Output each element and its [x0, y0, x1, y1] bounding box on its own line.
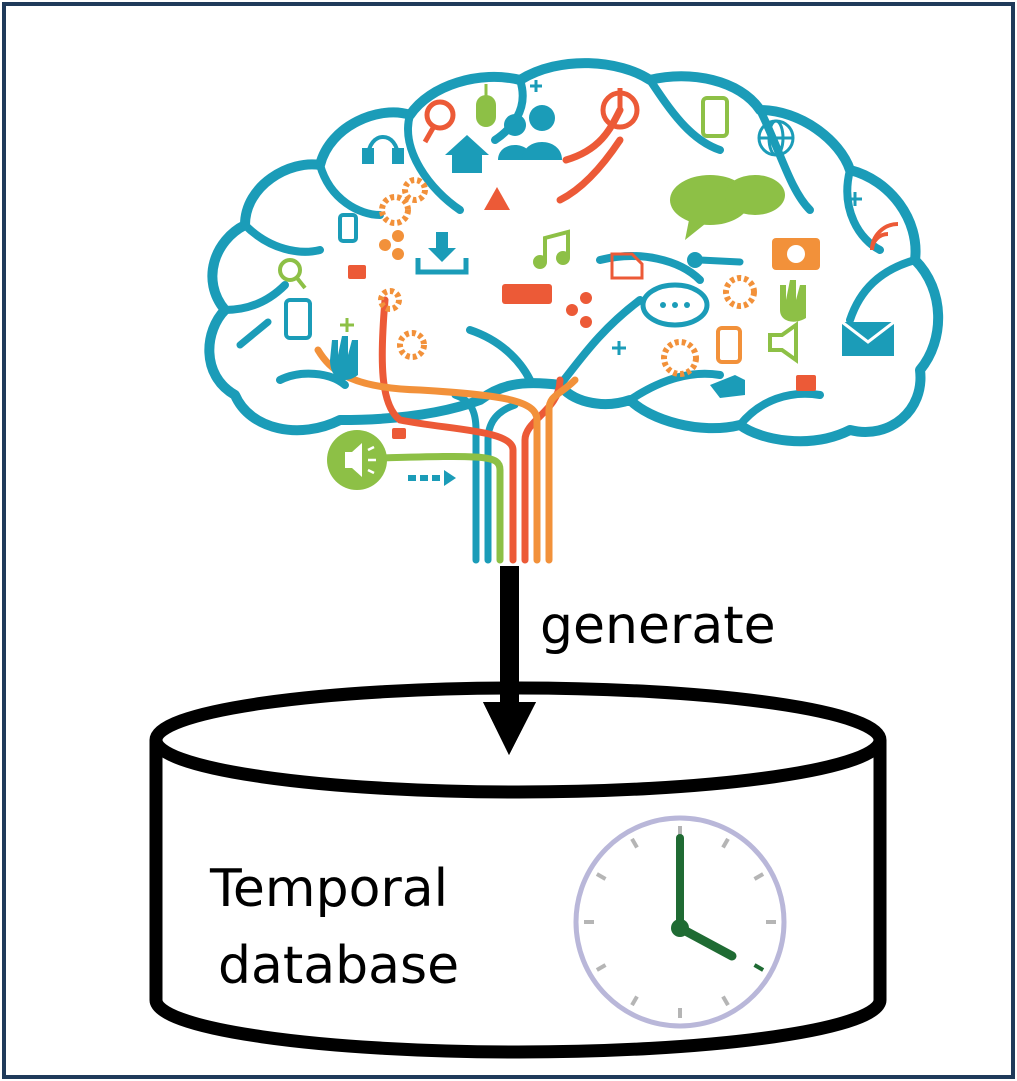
mouse-icon [476, 84, 496, 127]
envelope-icon [841, 320, 895, 356]
clock-tick [595, 963, 607, 972]
clock-tick [630, 837, 639, 849]
globe-icon [757, 119, 795, 157]
clock-ticks [584, 826, 776, 1018]
database-label-line2: database [218, 936, 459, 996]
clock-tick [753, 963, 765, 972]
brain-illustration [204, 58, 944, 564]
users-icon [498, 105, 562, 160]
download-icon [415, 232, 469, 275]
warning-icon [484, 187, 510, 210]
database-label-line1: Temporal [209, 859, 448, 919]
clock-tick [630, 995, 639, 1007]
generate-arrow-head [483, 702, 536, 755]
hand-icon [330, 280, 806, 398]
dotted-arrow-icon [408, 470, 456, 486]
speaker-icon [327, 430, 387, 490]
clock-hour-hand [675, 923, 737, 961]
clock-tick [753, 872, 765, 881]
chat-bubble-outline-icon [640, 282, 710, 328]
lock-icon [348, 265, 816, 439]
device-icon [284, 213, 742, 364]
clock-tick [595, 872, 607, 881]
clock-tick [721, 837, 730, 849]
arrow-label: generate [540, 596, 776, 656]
camera-icon [772, 238, 820, 270]
speaker-small-icon [768, 321, 798, 364]
keyboard-icon [502, 284, 552, 304]
chat-bubbles-icon [670, 175, 785, 240]
power-icon [600, 88, 640, 130]
clock-tick [721, 995, 730, 1007]
phone-icon [701, 96, 729, 138]
home-icon [445, 135, 489, 173]
plus-icon [340, 80, 862, 355]
clock-center [671, 919, 689, 937]
paper-icon [610, 252, 644, 280]
database-cylinder [149, 681, 887, 1059]
magnifier-icon [422, 99, 456, 144]
gear-icon [378, 177, 757, 377]
share-icon [379, 230, 592, 328]
clock-icon [573, 815, 787, 1029]
search-small-icon [278, 258, 307, 290]
wrench-icon [236, 252, 744, 349]
music-note-icon [533, 229, 570, 269]
wifi-icon [870, 222, 899, 251]
headset-icon [362, 135, 404, 164]
